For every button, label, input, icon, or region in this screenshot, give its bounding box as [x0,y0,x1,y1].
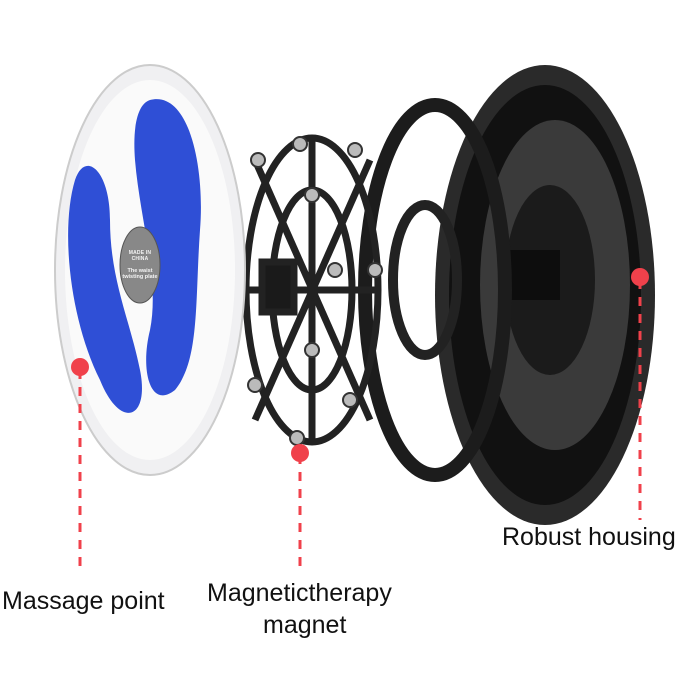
label-robust-housing: Robust housing [502,523,676,551]
magnet-wheel [242,134,383,446]
label-magnet-line1: Magnetictherapy [207,579,392,607]
label-massage-point: Massage point [2,587,165,615]
plate-badge-line2: The waist twisting plate [122,267,158,281]
callout-lines [71,268,649,570]
plate-badge: MADE IN CHINA The waist twisting plate [122,232,158,298]
plate-badge-line1: MADE IN CHINA [128,249,152,262]
massage-plate [54,64,246,476]
label-magnet-line2: magnet [263,611,347,639]
